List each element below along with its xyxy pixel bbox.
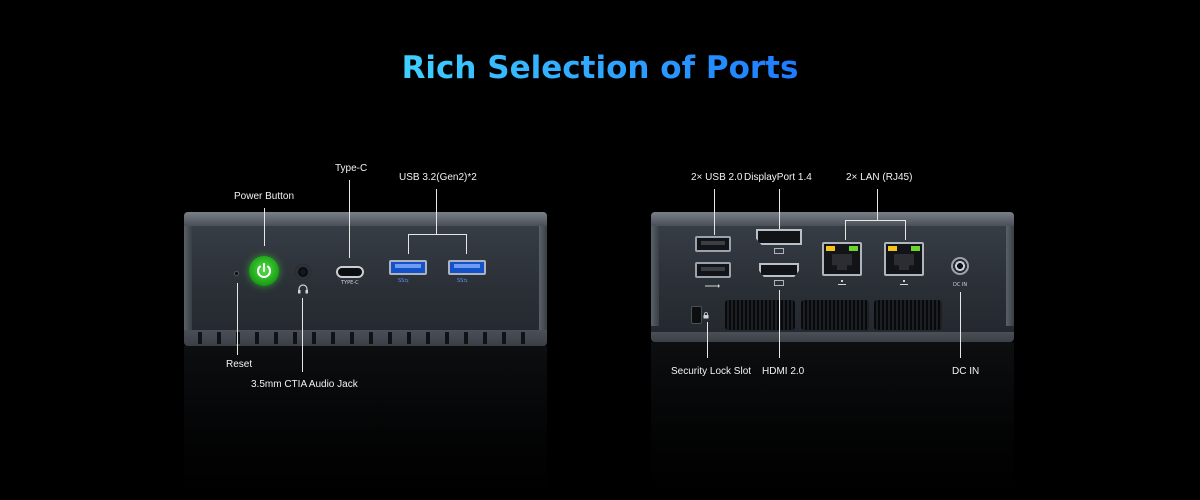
network-icon (900, 280, 908, 285)
dc-in-port-mark: DC IN (953, 282, 968, 288)
usb32-bracket-line (408, 234, 467, 235)
vent-grille-3 (874, 300, 942, 330)
security-lock-label: Security Lock Slot (671, 366, 752, 377)
power-icon (257, 263, 271, 278)
page-title: Rich Selection of Ports (401, 50, 799, 86)
dc-leader-line (960, 292, 961, 358)
rear-bottom-edge (651, 332, 1014, 342)
power-leader-line (264, 208, 265, 246)
usb32-bracket-left (408, 234, 409, 254)
rear-right-edge (1006, 226, 1014, 326)
lan-bracket-left (845, 220, 846, 240)
usb32-port-1[interactable] (389, 260, 427, 275)
displayport-leader-line (779, 189, 780, 229)
usb32-label: USB 3.2(Gen2)*2 (399, 172, 477, 183)
device-right-edge (539, 226, 547, 330)
typec-port-mark: TYPE-C (341, 280, 359, 286)
reset-hole[interactable] (235, 272, 238, 275)
dp-icon (774, 248, 784, 254)
lan-port-2[interactable] (884, 242, 924, 276)
audio-jack-label: 3.5mm CTIA Audio Jack (251, 379, 358, 390)
power-button[interactable] (249, 256, 279, 286)
vent-grille-2 (801, 300, 869, 330)
dc-in-label: DC IN (952, 366, 980, 377)
displayport-port[interactable] (756, 229, 802, 245)
lock-icon (703, 312, 709, 319)
front-reflection (184, 346, 547, 496)
usb32-port-1-mark: SS⇆ (398, 278, 409, 284)
device-top-edge (184, 212, 547, 226)
hdmi-port[interactable] (759, 263, 799, 277)
dc-in-port[interactable] (951, 257, 969, 275)
rear-left-edge (651, 226, 659, 326)
security-lock-slot[interactable] (691, 306, 702, 324)
reset-label: Reset (226, 359, 253, 370)
audio-jack-port[interactable] (295, 264, 311, 280)
lan-label: 2× LAN (RJ45) (846, 172, 913, 183)
reset-leader-line (237, 283, 238, 355)
usb32-leader-line (436, 189, 437, 235)
rear-reflection (651, 342, 1014, 492)
hdmi-leader-line (779, 290, 780, 358)
usb-icon (705, 284, 720, 288)
lan-port-1[interactable] (822, 242, 862, 276)
usb20-label: 2× USB 2.0 (691, 172, 743, 183)
usb-typec-port[interactable] (336, 266, 364, 278)
vent-grille-1 (725, 300, 795, 330)
usb20-port-2[interactable] (695, 262, 731, 278)
lan-bracket-right (905, 220, 906, 240)
device-left-edge (184, 226, 192, 330)
usb20-leader-line (714, 189, 715, 235)
lan-bracket-line (845, 220, 906, 221)
front-panel-device (184, 212, 547, 346)
displayport-label: DisplayPort 1.4 (744, 172, 812, 183)
lan-leader-line (877, 189, 878, 221)
audio-leader-line (302, 298, 303, 372)
network-icon (838, 280, 846, 285)
rear-top-edge (651, 212, 1014, 226)
power-button-label: Power Button (234, 191, 295, 202)
usb32-bracket-right (466, 234, 467, 254)
headphone-icon (298, 284, 308, 294)
device-bottom-vents (184, 330, 547, 346)
typec-label: Type-C (335, 163, 368, 174)
typec-leader-line (349, 180, 350, 258)
hdmi-icon (774, 280, 784, 286)
lock-leader-line (707, 322, 708, 358)
usb32-port-2[interactable] (448, 260, 486, 275)
usb32-port-2-mark: SS⇆ (457, 278, 468, 284)
hdmi-label: HDMI 2.0 (762, 366, 805, 377)
usb20-port-1[interactable] (695, 236, 731, 252)
